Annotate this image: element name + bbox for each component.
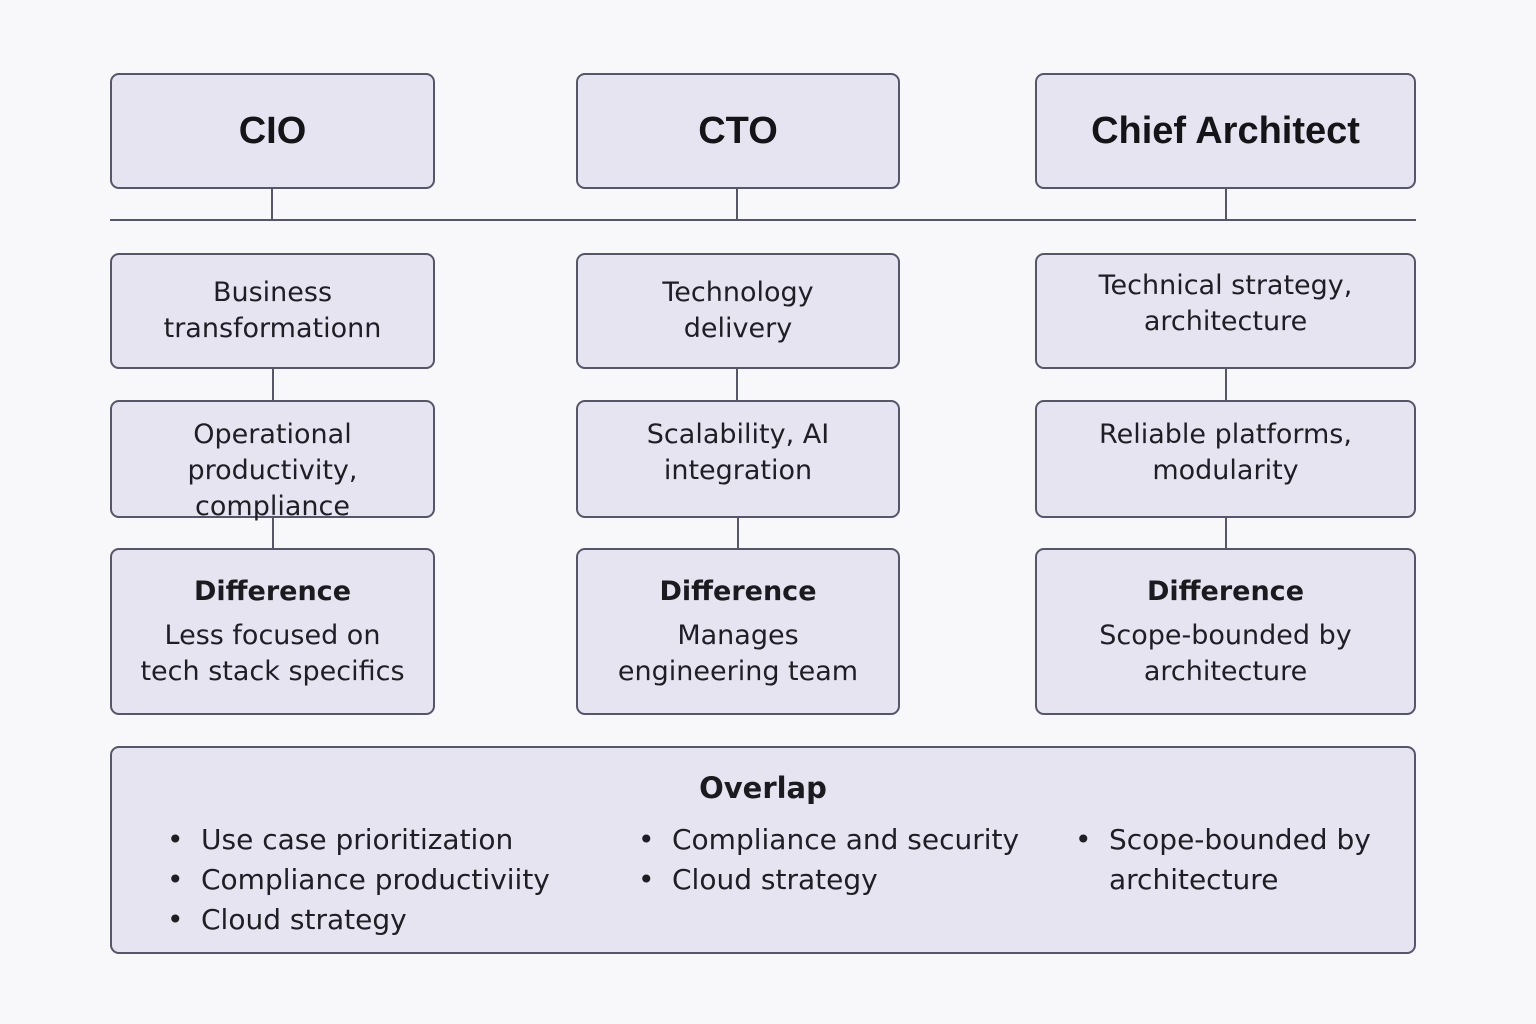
- cio-difference-box: Difference Less focused on tech stack sp…: [110, 548, 435, 715]
- bullet-icon: •: [167, 863, 184, 896]
- cto-focus-text: Technology delivery: [662, 277, 814, 344]
- cio-priorities-box: Operational productivity, compliance: [110, 400, 435, 522]
- connector-architect-priorities: [1225, 516, 1227, 549]
- list-item-text: Cloud strategy: [201, 903, 407, 936]
- list-item-text: Compliance productiviity: [201, 863, 550, 896]
- chief-architect-focus-box: Technical strategy, architecture: [1035, 253, 1416, 369]
- list-item: • Use case prioritization: [167, 820, 651, 860]
- connector-cto-priorities: [737, 516, 739, 549]
- cto-focus-box: Technology delivery: [576, 253, 900, 369]
- list-item-text: Compliance and security: [672, 823, 1020, 856]
- cto-difference-title: Difference: [659, 575, 817, 607]
- connector-architect-focus: [1225, 368, 1227, 401]
- cio-header-box: CIO: [110, 73, 435, 189]
- list-item-text: Cloud strategy: [672, 863, 878, 896]
- chief-architect-difference-title: Difference: [1146, 575, 1305, 607]
- list-item-text: Scope-bounded by architecture: [1109, 823, 1371, 896]
- chief-architect-priorities-box: Reliable platforms, modularity: [1035, 400, 1416, 518]
- cto-header-box: CTO: [576, 73, 900, 189]
- list-item: • Compliance and security: [638, 820, 1092, 860]
- overlap-list-cto: • Compliance and security • Cloud strategy: [638, 820, 1092, 900]
- cio-difference-title: Difference: [193, 575, 352, 607]
- list-item: • Cloud strategy: [638, 860, 1092, 900]
- cto-title: CTO: [698, 109, 778, 152]
- chief-architect-focus-text: Technical strategy, architecture: [1098, 270, 1353, 337]
- overlap-title: Overlap: [699, 771, 827, 805]
- cio-difference-text: Less focused on tech stack specifics: [140, 619, 405, 687]
- chief-architect-title: Chief Architect: [1091, 109, 1360, 152]
- cto-priorities-text: Scalability, AI integration: [646, 419, 830, 486]
- connector-cto-focus: [736, 368, 738, 401]
- cto-difference-box: Difference Manages engineering team: [576, 548, 900, 715]
- chief-architect-difference-box: Difference Scope-bounded by architecture: [1035, 548, 1416, 715]
- chief-architect-priorities-text: Reliable platforms, modularity: [1099, 419, 1352, 486]
- cio-focus-box: Business transformationn: [110, 253, 435, 369]
- list-item-text: Use case prioritization: [201, 823, 514, 856]
- list-item: • Compliance productiviity: [167, 860, 651, 900]
- bullet-icon: •: [1075, 823, 1092, 856]
- connector-cto-header: [736, 188, 738, 220]
- chief-architect-header-box: Chief Architect: [1035, 73, 1416, 189]
- cto-priorities-box: Scalability, AI integration: [576, 400, 900, 518]
- bullet-icon: •: [638, 823, 655, 856]
- list-item: • Scope-bounded by architecture: [1075, 820, 1399, 900]
- overlap-list-cio: • Use case prioritization • Compliance pro…: [167, 820, 651, 940]
- cio-title: CIO: [238, 109, 307, 152]
- connector-cio-focus: [272, 368, 274, 401]
- cto-difference-text: Manages engineering team: [617, 619, 859, 687]
- header-divider-line: [110, 219, 1416, 221]
- cio-priorities-text: Operational productivity, compliance: [187, 419, 358, 522]
- bullet-icon: •: [167, 903, 184, 936]
- connector-cio-priorities: [272, 516, 274, 549]
- cio-focus-text: Business transformationn: [163, 277, 382, 344]
- overlap-box: Overlap • Use case prioritization • Compli…: [110, 746, 1416, 954]
- list-item: • Cloud strategy: [167, 900, 651, 940]
- connector-architect-header: [1225, 188, 1227, 220]
- chief-architect-difference-text: Scope-bounded by architecture: [1099, 619, 1352, 687]
- bullet-icon: •: [167, 823, 184, 856]
- connector-cio-header: [271, 188, 273, 220]
- bullet-icon: •: [638, 863, 655, 896]
- overlap-list-architect: • Scope-bounded by architecture: [1075, 820, 1399, 900]
